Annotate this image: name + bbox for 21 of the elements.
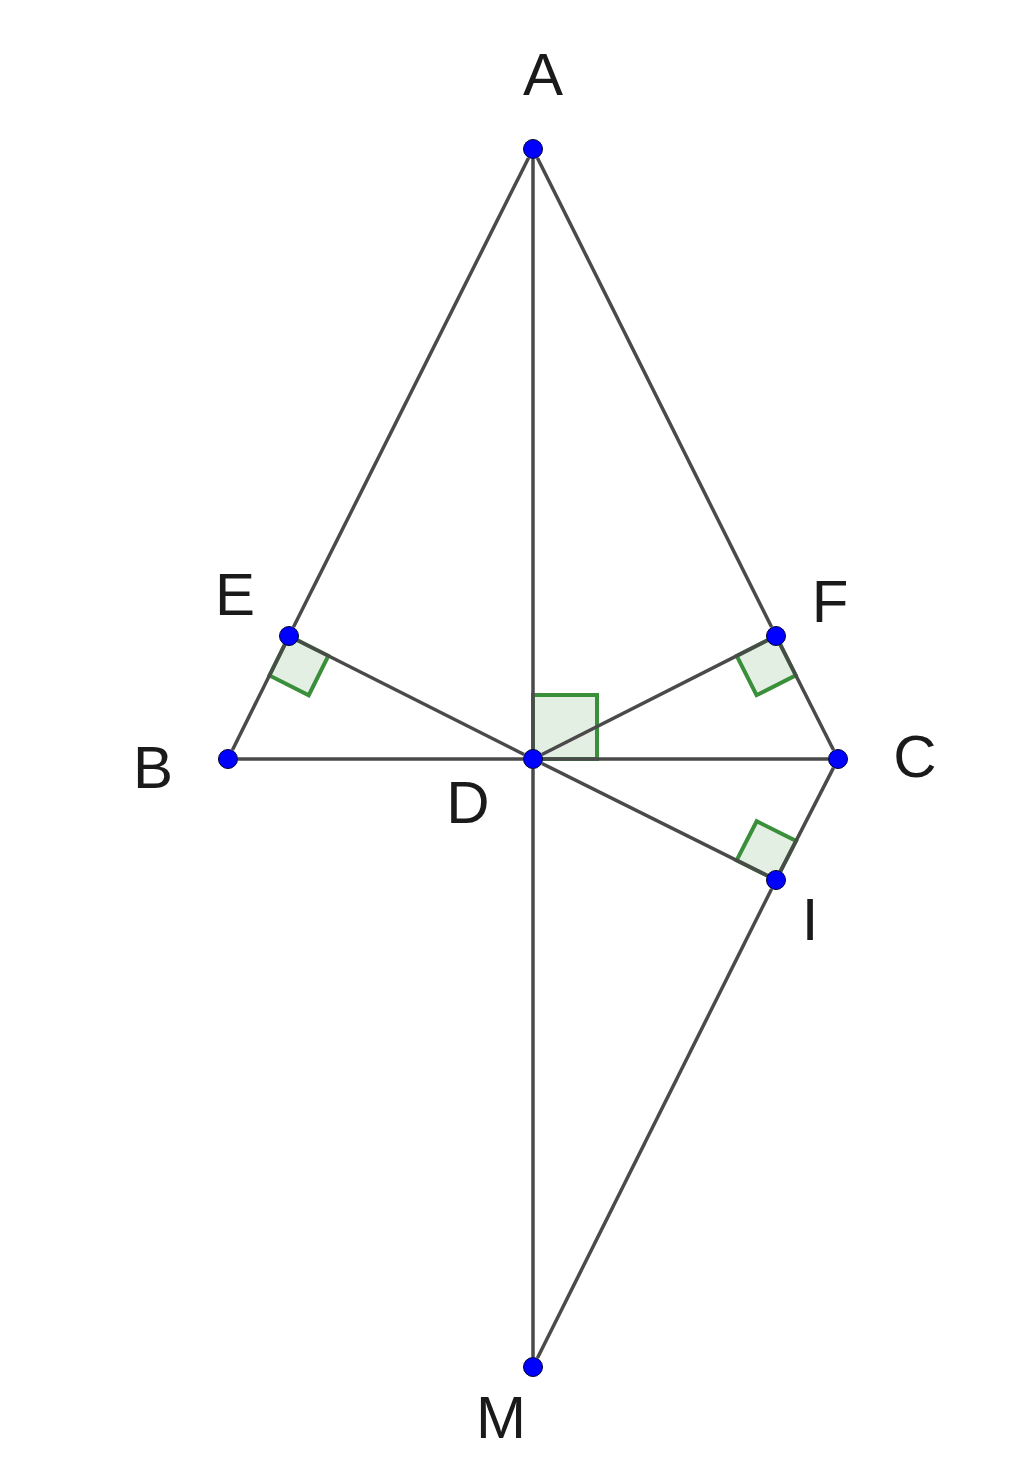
line-segment bbox=[543, 757, 828, 761]
line-segment bbox=[230, 644, 287, 751]
point-label: D bbox=[445, 771, 491, 835]
line-segment bbox=[291, 157, 531, 628]
point-label: M bbox=[476, 1386, 524, 1450]
point-label: B bbox=[132, 736, 174, 800]
point-label: F bbox=[810, 570, 850, 634]
point-label: I bbox=[800, 888, 820, 952]
line-segment bbox=[779, 767, 835, 872]
line-segment bbox=[541, 761, 768, 878]
line-segment bbox=[297, 638, 525, 757]
point-label: E bbox=[214, 563, 256, 627]
line-segment bbox=[541, 638, 768, 757]
line-segment bbox=[238, 757, 523, 761]
line-segment bbox=[531, 769, 535, 1357]
point-label: C bbox=[892, 725, 938, 789]
point-label: A bbox=[522, 43, 564, 107]
line-segment bbox=[531, 159, 535, 749]
line-segment bbox=[535, 888, 774, 1359]
line-segment bbox=[778, 644, 836, 751]
line-segment bbox=[535, 157, 774, 628]
